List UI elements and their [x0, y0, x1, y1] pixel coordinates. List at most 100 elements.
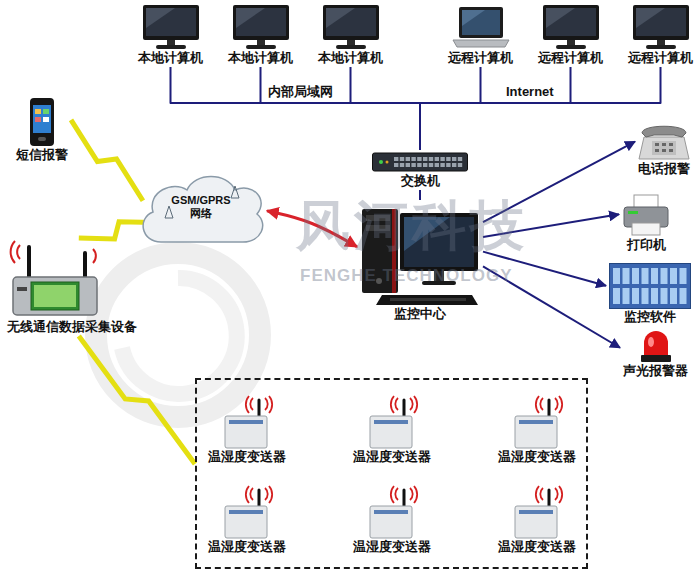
drawing-part — [250, 488, 253, 500]
node-label: 温湿度变送器 — [208, 539, 286, 555]
drawing-part — [395, 488, 398, 500]
device-icon — [7, 239, 102, 319]
network-bus — [351, 67, 421, 150]
remote-computer: 远程计算机 — [445, 3, 516, 67]
drawing-part — [509, 485, 565, 539]
drawing-part — [662, 149, 666, 152]
th-transmitter: 温湿度变送器 — [495, 484, 579, 556]
drawing-part — [446, 163, 450, 167]
phone-icon — [638, 123, 690, 161]
drawing-part — [648, 337, 654, 347]
drawing-part — [229, 510, 263, 514]
th-transmitter: 温湿度变送器 — [495, 394, 579, 466]
drawing-part — [623, 288, 630, 304]
gsm-network-cloud: GSM/GPRS 网络 — [135, 168, 267, 246]
drawing-part — [410, 488, 413, 500]
drawing-part — [417, 157, 421, 161]
drawing-part — [632, 223, 660, 235]
monitor-icon — [141, 4, 201, 50]
wireless-link — [71, 120, 143, 201]
drawing-part — [641, 355, 671, 362]
drawing-part — [141, 4, 201, 50]
drawing-part — [670, 288, 677, 304]
drawing-part — [417, 163, 421, 167]
node-label: 声光报警器 — [623, 363, 688, 379]
monitor-icon — [631, 4, 691, 50]
local-computer: 本地计算机 — [135, 3, 206, 67]
drawing-part — [610, 264, 691, 309]
drawing-part — [459, 7, 503, 38]
drawing-part — [670, 268, 677, 284]
drawing-part — [414, 396, 417, 413]
node-label: 远程计算机 — [538, 50, 603, 66]
drawing-part — [258, 490, 261, 506]
monitor-icon — [231, 4, 291, 50]
drawing-part — [429, 157, 433, 161]
drawing-part — [219, 395, 275, 449]
drawing-part — [540, 488, 543, 500]
wireless-link — [79, 336, 195, 464]
drawing-part — [655, 149, 659, 152]
drawing-part — [651, 268, 658, 284]
node-label: 短信报警 — [16, 147, 68, 163]
drawing-part — [143, 5, 199, 40]
drawing-part — [246, 486, 249, 503]
drawing-part — [379, 160, 383, 164]
node-label: 远程计算机 — [628, 50, 693, 66]
drawing-part — [231, 4, 291, 50]
drawing-part — [548, 490, 551, 506]
drawing-part — [546, 8, 575, 28]
drawing-part — [246, 45, 276, 49]
drawing-part — [17, 287, 27, 291]
th-transmitter: 温湿度变送器 — [205, 484, 289, 556]
th-transmitter: 温湿度变送器 — [350, 484, 434, 556]
drawing-part — [11, 241, 15, 263]
sensor-icon — [364, 485, 420, 539]
drawing-part — [326, 8, 355, 28]
drawing-part — [423, 157, 427, 161]
drawing-part — [515, 506, 557, 538]
network-label: Internet — [503, 85, 557, 100]
drawing-part — [662, 143, 666, 146]
drawing-part — [541, 4, 601, 50]
drawing-part — [374, 510, 408, 514]
node-label: 温湿度变送器 — [498, 539, 576, 555]
drawing-part — [435, 157, 439, 161]
local-computer: 本地计算机 — [225, 3, 296, 67]
sensor-icon — [219, 395, 275, 449]
drawing-part — [440, 157, 444, 161]
node-label: 电话报警 — [638, 161, 690, 177]
drawing-part — [556, 45, 586, 49]
drawing-part — [453, 40, 509, 47]
drawing-part — [567, 40, 575, 45]
wireless-collector: 无线通信数据采集设备 — [4, 238, 140, 336]
remote-computer: 远程计算机 — [535, 3, 606, 67]
drawing-part — [33, 105, 51, 133]
node-label: 交换机 — [401, 173, 440, 189]
drawing-part — [642, 126, 686, 137]
drawing-part — [628, 211, 638, 214]
drawing-part — [410, 398, 413, 410]
drawing-part — [548, 400, 551, 416]
drawing-part — [394, 163, 398, 167]
sensor-icon — [364, 395, 420, 449]
node-label: 本地计算机 — [138, 50, 203, 66]
drawing-part — [236, 8, 265, 28]
drawing-part — [440, 163, 444, 167]
drawing-part — [236, 8, 286, 36]
drawing-part — [452, 163, 456, 167]
mobile-icon — [29, 97, 55, 147]
drawing-part — [38, 137, 46, 141]
drawing-part — [233, 5, 289, 40]
drawing-part — [156, 45, 186, 49]
drawing-part — [391, 396, 394, 413]
drawing-part — [642, 268, 649, 284]
drawing-part — [636, 8, 665, 28]
drawing-part — [655, 143, 659, 146]
drawing-part — [231, 186, 239, 198]
drawing-part — [411, 163, 415, 167]
drawing-part — [652, 141, 676, 155]
